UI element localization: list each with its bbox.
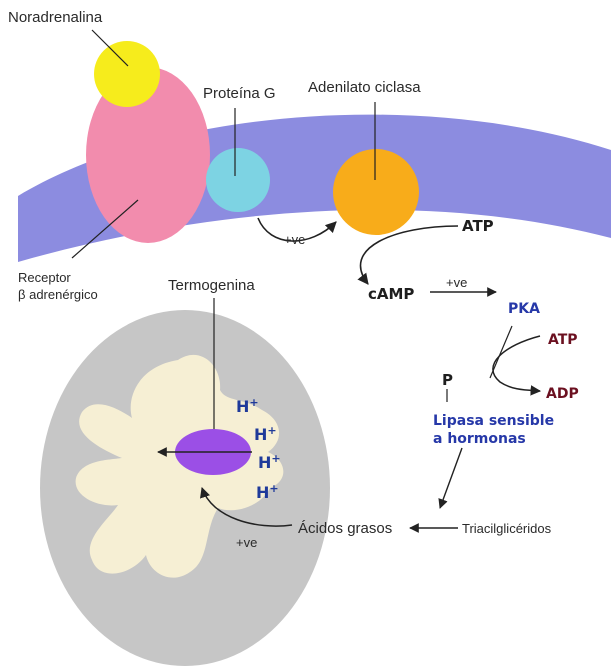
label-lipasa-1: Lipasa sensible: [433, 413, 554, 429]
label-termogenina: Termogenina: [168, 277, 255, 294]
pka-to-lipasa-line: [490, 326, 512, 378]
label-triacilgliceridos: Triacilglicéridos: [462, 521, 552, 536]
label-proteina-g: Proteína G: [203, 85, 276, 102]
label-ve-1: +ve: [284, 232, 305, 247]
label-atp-1: ATP: [462, 217, 494, 235]
pka-atp-adp-arrow: [493, 336, 540, 391]
label-camp: cAMP: [368, 285, 414, 303]
label-ve-2: +ve: [446, 275, 467, 290]
label-acidos-grasos: Ácidos grasos: [298, 520, 392, 537]
adenilato-ciclasa-circle: [333, 149, 419, 235]
noradrenalina-molecule: [94, 41, 160, 107]
label-noradrenalina: Noradrenalina: [8, 9, 103, 26]
label-ve-3: +ve: [236, 535, 257, 550]
label-lipasa-2: a hormonas: [433, 431, 526, 447]
label-atp-2: ATP: [548, 332, 578, 348]
lipasa-to-trig-arrow: [440, 448, 462, 508]
label-adenilato-ciclasa: Adenilato ciclasa: [308, 79, 421, 96]
label-pka: PKA: [508, 301, 540, 317]
label-p: P: [442, 371, 453, 389]
label-receptor-2: β adrenérgico: [18, 287, 98, 302]
label-receptor-1: Receptor: [18, 270, 71, 285]
proteina-g-circle: [206, 148, 270, 212]
label-adp: ADP: [546, 386, 579, 402]
